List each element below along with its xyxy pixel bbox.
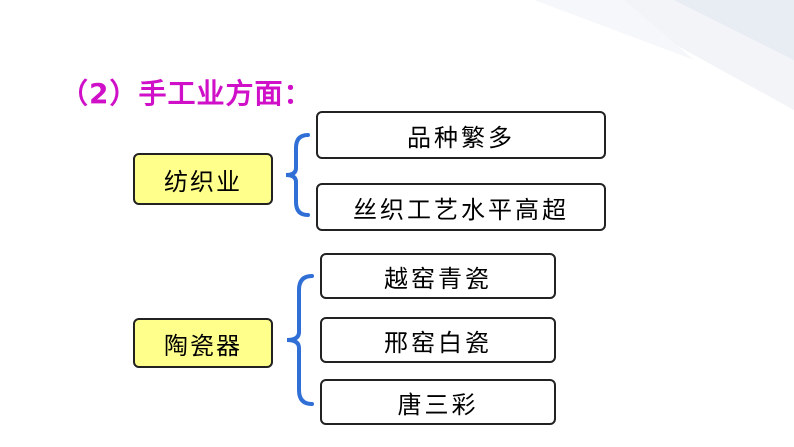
category-textile: 纺织业 [133, 153, 273, 205]
item-silk-craft: 丝织工艺水平高超 [316, 183, 606, 231]
item-yue-celadon: 越窑青瓷 [320, 253, 556, 299]
category-ceramics: 陶瓷器 [133, 318, 273, 368]
item-variety: 品种繁多 [316, 111, 606, 159]
corner-decoration [534, 0, 794, 110]
item-tang-sancai: 唐三彩 [320, 379, 556, 425]
item-xing-white: 邢窑白瓷 [320, 317, 556, 363]
brace-icon [285, 133, 310, 217]
section-title: （2）手工业方面： [60, 77, 313, 110]
brace-icon [286, 274, 314, 406]
